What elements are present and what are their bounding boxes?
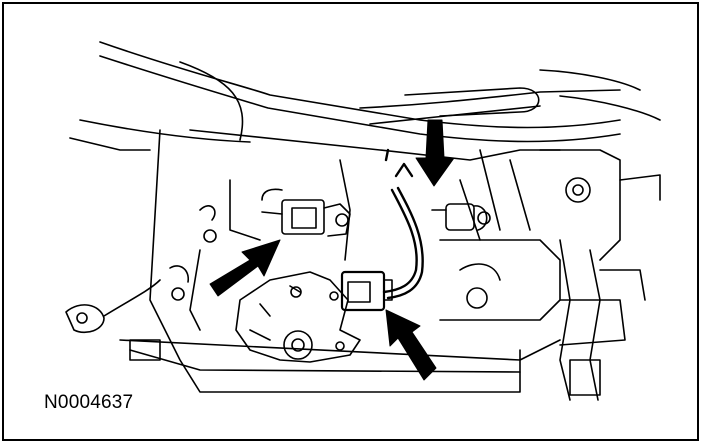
figure-id-label: N0004637 — [44, 392, 134, 413]
right-bracket — [539, 149, 661, 401]
arrow-down-icon — [415, 119, 455, 187]
left-ground-stud — [65, 279, 161, 334]
connector-left — [261, 188, 351, 237]
range-sensor — [235, 271, 361, 363]
arrow-up-right-icon — [209, 239, 281, 297]
connector-center — [340, 270, 393, 312]
connector-right — [431, 203, 491, 231]
callout-arrows — [209, 119, 455, 381]
arrow-up-left-icon — [385, 309, 437, 381]
upper-lines — [69, 41, 661, 151]
harness-wire — [382, 148, 424, 300]
transmission-case — [119, 129, 561, 393]
